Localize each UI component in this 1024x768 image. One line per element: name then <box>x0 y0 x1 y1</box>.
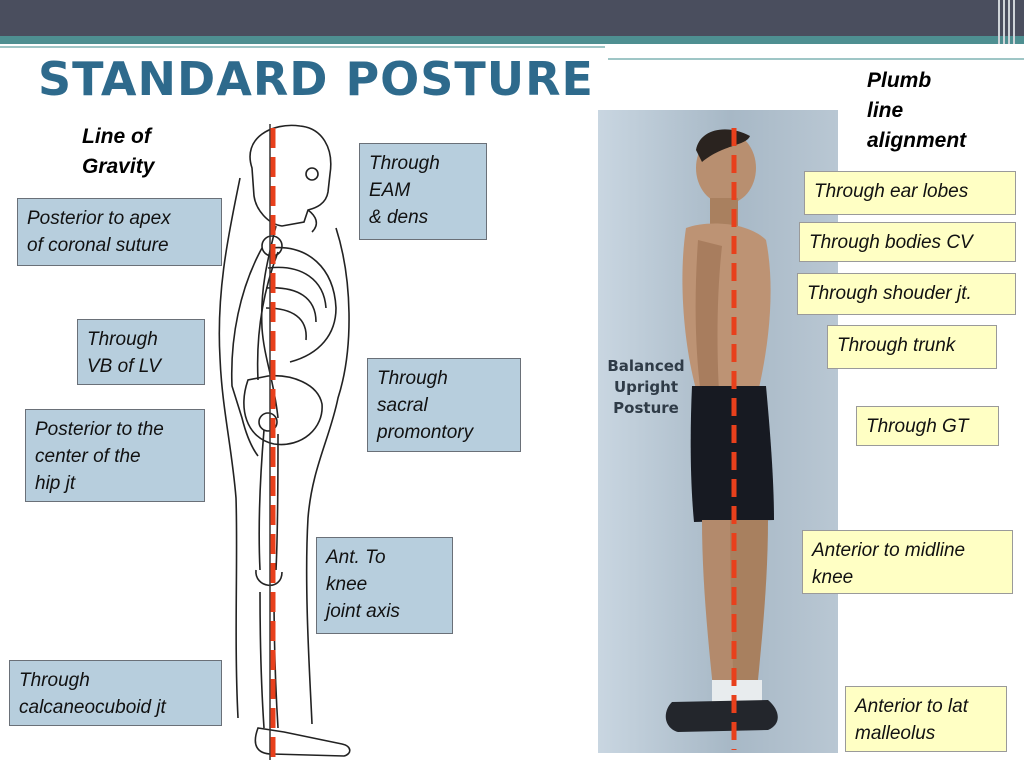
label-midline-knee: Anterior to midline knee <box>802 530 1013 594</box>
label-eam-dens: Through EAM & dens <box>359 143 487 240</box>
header-stripe <box>0 36 1024 44</box>
label-sacral-promontory: Through sacral promontory <box>367 358 521 452</box>
label-lat-malleolus: Anterior to lat malleolus <box>845 686 1007 752</box>
divider-line <box>0 46 605 48</box>
photo-caption: Balanced Upright Posture <box>607 357 685 417</box>
divider-line <box>608 58 1024 60</box>
decorative-lines <box>998 0 1018 44</box>
label-bodies-cv: Through bodies CV <box>799 222 1016 262</box>
label-knee-joint: Ant. To knee joint axis <box>316 537 453 634</box>
line-of-gravity-heading: Line of Gravity <box>82 125 155 178</box>
posture-photo: Balanced Upright Posture <box>598 110 838 753</box>
plumb-line-heading: Plumb line alignment <box>867 69 967 152</box>
slide-title: STANDARD POSTURE <box>38 52 594 106</box>
label-calcaneocuboid: Through calcaneocuboid jt <box>9 660 222 726</box>
label-vb-lv: Through VB of LV <box>77 319 205 385</box>
label-coronal-suture: Posterior to apex of coronal suture <box>17 198 222 266</box>
label-gt: Through GT <box>856 406 999 446</box>
skeleton-illustration <box>218 124 351 760</box>
label-hip-joint: Posterior to the center of the hip jt <box>25 409 205 502</box>
label-trunk: Through trunk <box>827 325 997 369</box>
standing-man-illustration <box>665 128 778 750</box>
label-ear-lobes: Through ear lobes <box>804 171 1016 215</box>
header-bar <box>0 0 1024 36</box>
label-shoulder-joint: Through shouder jt. <box>797 273 1016 315</box>
